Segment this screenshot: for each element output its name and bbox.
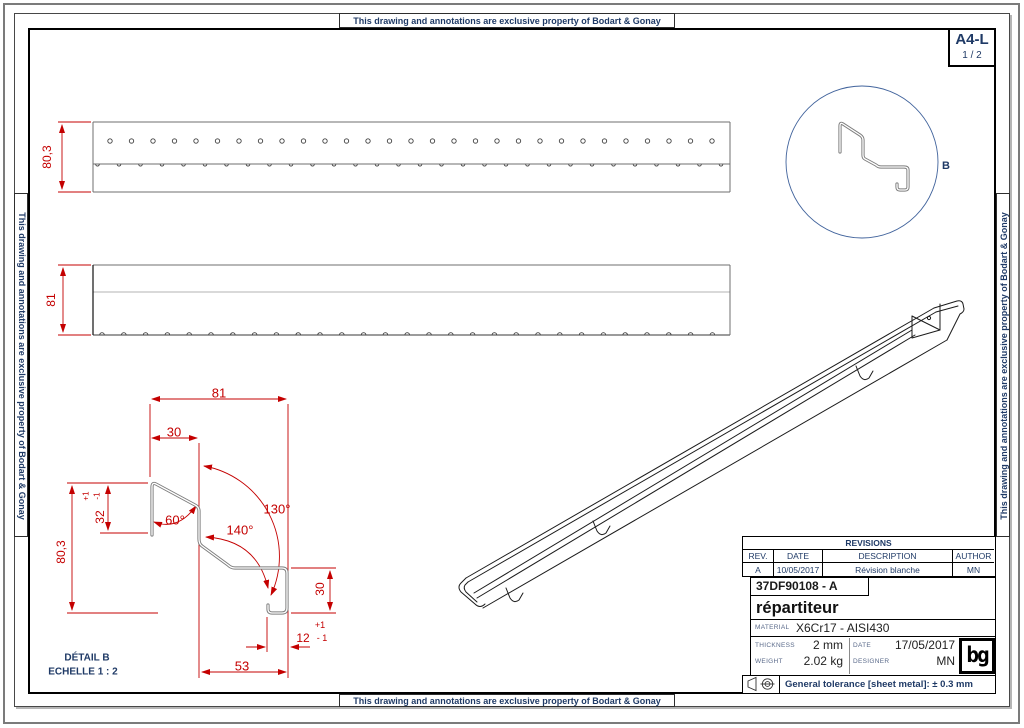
property-notice-text: This drawing and annotations are exclusi… xyxy=(999,212,1009,520)
property-notice-right: This drawing and annotations are exclusi… xyxy=(996,193,1010,537)
revisions-col-description: DESCRIPTION xyxy=(822,549,952,562)
date-label: DATE xyxy=(853,642,872,649)
divider xyxy=(779,676,780,693)
general-tolerance: General tolerance [sheet metal]: ± 0.3 m… xyxy=(785,679,973,690)
revision-row-rev: A xyxy=(743,562,773,576)
part-name: répartiteur xyxy=(756,599,839,617)
weight-label: WEIGHT xyxy=(755,658,783,665)
revisions-col-rev: REV. xyxy=(743,549,773,562)
sheet-format-box: A4-L 1 / 2 xyxy=(948,28,996,67)
revision-row-date: 10/05/2017 xyxy=(773,562,822,576)
part-number: 37DF90108 - A xyxy=(751,578,869,596)
material-value: X6Cr17 - AISI430 xyxy=(796,621,890,635)
revisions-title: REVISIONS xyxy=(845,538,892,548)
designer-value: MN xyxy=(936,654,955,668)
material-label: MATERIAL xyxy=(755,624,790,631)
property-notice-text: This drawing and annotations are exclusi… xyxy=(353,16,661,26)
revisions-table: REVISIONS REV. DATE DESCRIPTION AUTHOR A… xyxy=(742,536,996,577)
divider xyxy=(751,636,995,637)
title-block: 37DF90108 - A répartiteur MATERIAL X6Cr1… xyxy=(750,577,996,676)
sheet-page-number: 1 / 2 xyxy=(962,50,982,61)
date-value: 17/05/2017 xyxy=(894,638,955,652)
divider xyxy=(849,638,850,674)
revision-row-author: MN xyxy=(952,562,994,576)
drawing-frame xyxy=(28,28,996,694)
window-border xyxy=(3,3,1020,724)
property-notice-text: This drawing and annotations are exclusi… xyxy=(17,212,27,520)
designer-label: DESIGNER xyxy=(853,658,890,665)
thickness-label: THICKNESS xyxy=(755,642,795,649)
sheet-format: A4-L xyxy=(955,31,989,48)
property-notice-left: This drawing and annotations are exclusi… xyxy=(14,193,28,537)
revision-row-description: Révision blanche xyxy=(822,562,952,576)
weight-value: 2.02 kg xyxy=(803,654,843,668)
revisions-col-author: AUTHOR xyxy=(952,549,994,562)
revisions-col-date: DATE xyxy=(773,549,822,562)
thickness-value: 2 mm xyxy=(813,638,843,652)
property-notice-bottom: This drawing and annotations are exclusi… xyxy=(339,694,675,707)
tolerance-row: General tolerance [sheet metal]: ± 0.3 m… xyxy=(742,675,996,694)
divider xyxy=(751,619,995,620)
property-notice-top: This drawing and annotations are exclusi… xyxy=(339,13,675,28)
property-notice-text: This drawing and annotations are exclusi… xyxy=(353,696,661,706)
company-logo: bg xyxy=(959,638,995,674)
